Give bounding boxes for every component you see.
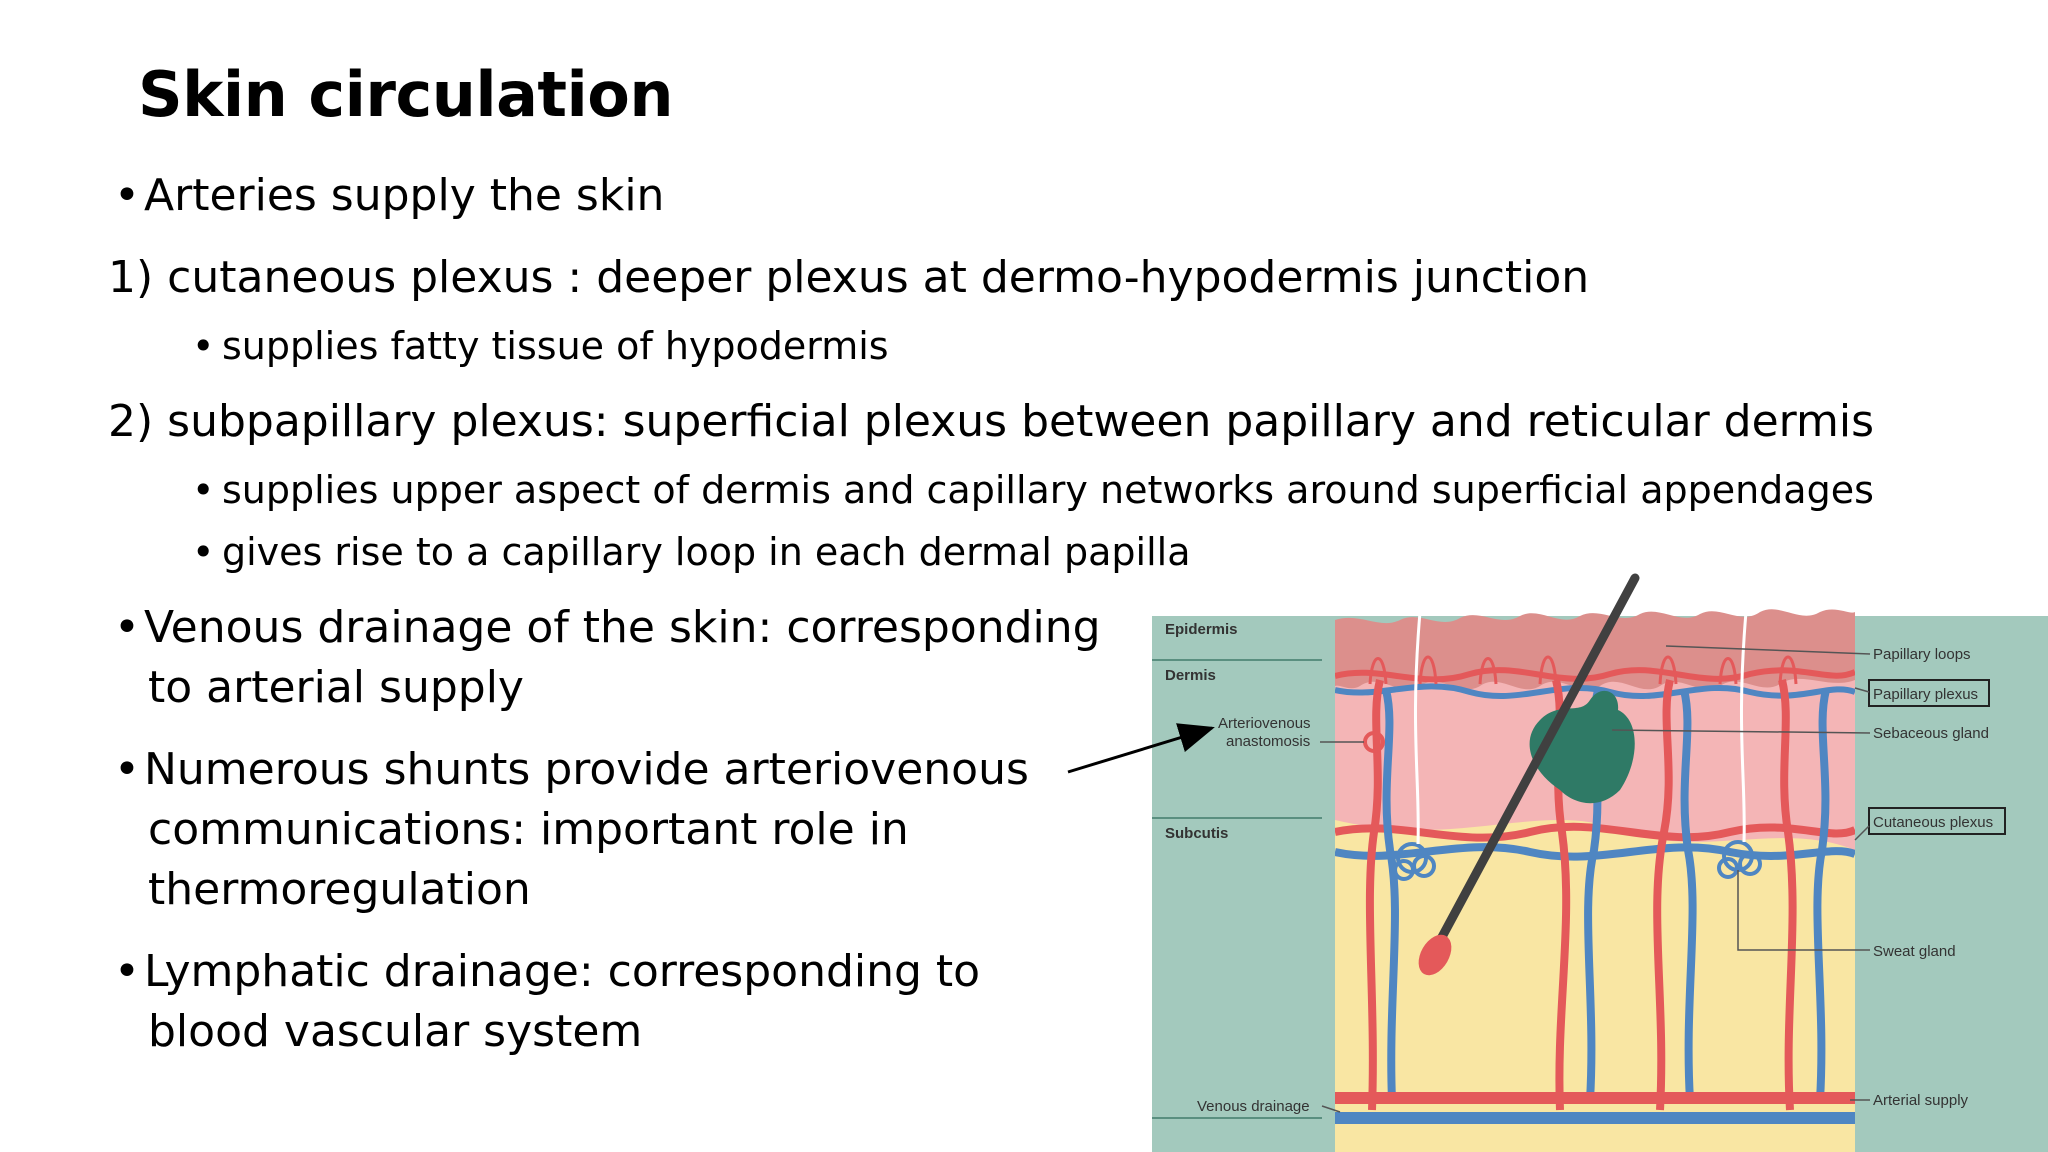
label-epidermis: Epidermis: [1165, 621, 1238, 638]
bullet-lymphatic-line1: Lymphatic drainage: corresponding to: [144, 946, 981, 997]
hair-bulb: [1418, 934, 1452, 976]
label-dermis: Dermis: [1165, 667, 1216, 684]
leader-cutaneous-plexus: [1854, 825, 1870, 841]
sub-bullet-hypodermis-text: supplies fatty tissue of hypodermis: [222, 324, 889, 368]
bullet-marker: •: [192, 468, 215, 512]
label-cutaneous-plexus: Cutaneous plexus: [1873, 814, 1993, 831]
bullet-marker: •: [114, 946, 140, 997]
label-av-anastomosis-line2: anastomosis: [1226, 733, 1310, 750]
label-arterial-supply: Arterial supply: [1873, 1092, 1969, 1109]
shunt-arrow: [1067, 723, 1215, 774]
box-cutaneous-plexus: [1868, 807, 2006, 835]
sub-bullet-capillary-loop-text: gives rise to a capillary loop in each d…: [222, 530, 1191, 574]
bullet-venous-drainage: •Venous drainage of the skin: correspond…: [114, 602, 1101, 653]
label-sweat-gland: Sweat gland: [1873, 943, 1956, 960]
bullet-lymphatic: •Lymphatic drainage: corresponding to: [114, 946, 980, 997]
sub-bullet-capillary-loop: •gives rise to a capillary loop in each …: [192, 530, 1190, 574]
sweat-gland-left: [1393, 842, 1436, 881]
bullet-venous-line2: to arterial supply: [148, 662, 524, 713]
item-subpapillary-plexus: 2) subpapillary plexus: superficial plex…: [108, 396, 1874, 447]
bullet-marker: •: [192, 324, 215, 368]
bullet-marker: •: [114, 170, 140, 221]
bullet-shunts-line2: communications: important role in: [148, 804, 909, 855]
tissue-block: [1335, 609, 1855, 1152]
label-subcutis: Subcutis: [1165, 825, 1228, 842]
box-papillary-plexus: [1868, 679, 1990, 707]
leader-venous-drainage: [1321, 1105, 1341, 1113]
bullet-marker: •: [192, 530, 215, 574]
label-papillary-plexus: Papillary plexus: [1873, 686, 1978, 703]
descending-veins: [1382, 689, 1830, 1101]
bullet-arteries-text: Arteries supply the skin: [144, 170, 665, 221]
bullet-shunts: •Numerous shunts provide arteriovenous: [114, 744, 1029, 795]
sweat-duct-left: [1414, 611, 1422, 845]
cutaneous-plexus-artery: [1335, 822, 1855, 842]
slide-title: Skin circulation: [138, 58, 674, 131]
papillary-loops: [1368, 655, 1798, 685]
bullet-shunts-line1: Numerous shunts provide arteriovenous: [144, 744, 1029, 795]
sweat-gland-right: [1717, 840, 1762, 879]
label-papillary-loops: Papillary loops: [1873, 646, 1971, 663]
label-venous-drainage: Venous drainage: [1197, 1098, 1310, 1115]
bullet-arteries: •Arteries supply the skin: [114, 170, 664, 221]
bullet-lymphatic-line2: blood vascular system: [148, 1006, 643, 1057]
leader-sebaceous-gland: [1611, 729, 1871, 734]
leader-sweat-gland: [1737, 870, 1870, 951]
hair-shaft: [1430, 573, 1640, 955]
item-cutaneous-plexus: 1) cutaneous plexus : deeper plexus at d…: [108, 252, 1590, 303]
sweat-duct-right: [1740, 611, 1748, 843]
label-av-anastomosis-line1: Arteriovenous: [1218, 715, 1311, 732]
leader-papillary-loops: [1665, 645, 1871, 655]
sub-bullet-hypodermis: •supplies fatty tissue of hypodermis: [192, 324, 889, 368]
leader-papillary-plexus: [1854, 687, 1870, 693]
label-sebaceous-gland: Sebaceous gland: [1873, 725, 1989, 742]
papillary-plexus-artery: [1335, 667, 1855, 683]
sub-bullet-upper-dermis: •supplies upper aspect of dermis and cap…: [192, 468, 1874, 512]
sub-bullet-upper-dermis-text: supplies upper aspect of dermis and capi…: [222, 468, 1874, 512]
bullet-venous-line1: Venous drainage of the skin: correspondi…: [144, 602, 1101, 653]
papillary-plexus-vein: [1335, 683, 1855, 700]
bullet-marker: •: [114, 602, 140, 653]
bullet-marker: •: [114, 744, 140, 795]
av-anastomosis-loop: [1363, 731, 1385, 753]
bullet-shunts-line3: thermoregulation: [148, 864, 531, 915]
